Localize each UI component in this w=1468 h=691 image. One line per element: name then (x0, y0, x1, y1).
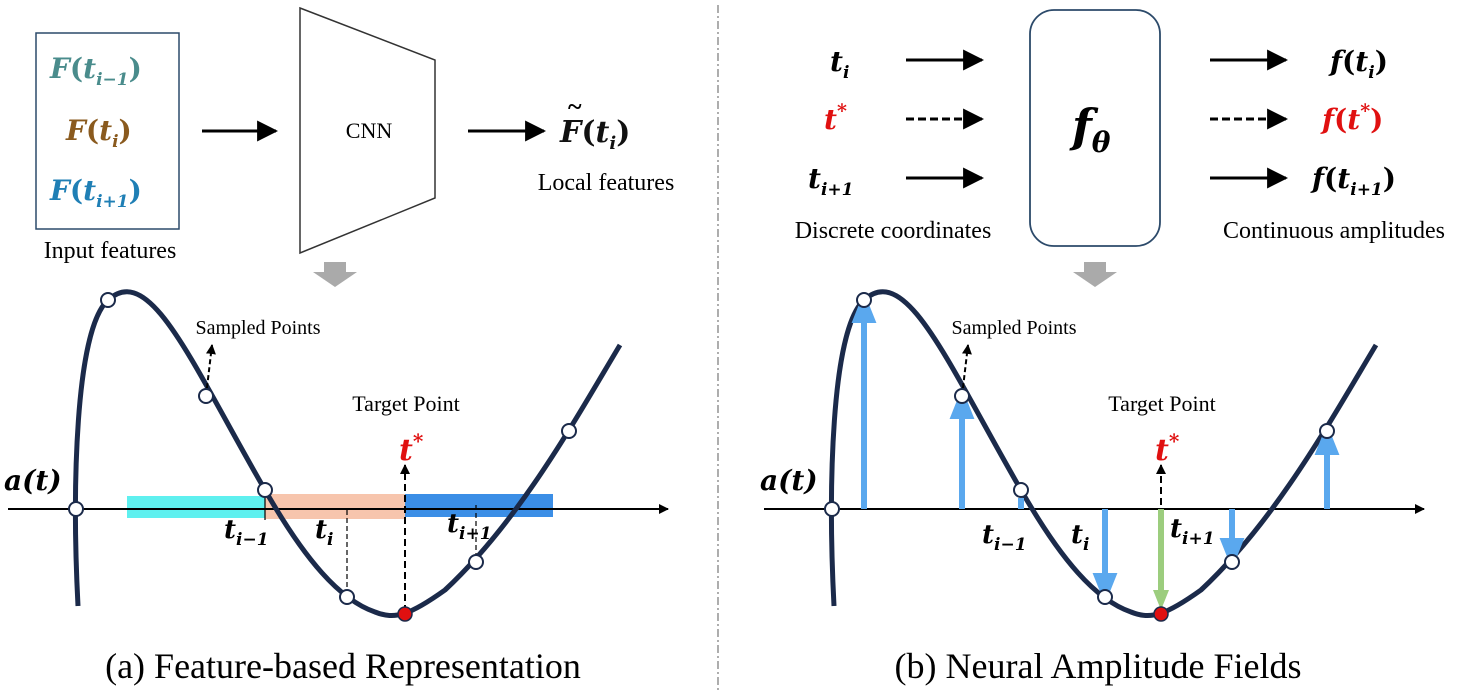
target-point-label: Target Point (352, 391, 459, 416)
amp-f-ti-next: f(ti+1) (1310, 162, 1396, 200)
sample-point (339, 589, 355, 605)
sample-point (1097, 589, 1113, 605)
amplitude-curve (829, 289, 1379, 618)
tilde-mark: ~ (568, 92, 582, 121)
down-arrow-right (1073, 262, 1117, 287)
target-point-label: Target Point (1108, 391, 1215, 416)
tick-ti: ti (1071, 520, 1089, 555)
y-variable: a(t) (760, 464, 818, 497)
target-symbol: t* (1155, 429, 1180, 468)
amp-arrowhead (851, 291, 877, 323)
band-blue (405, 494, 553, 517)
cnn-trapezoid (299, 6, 436, 255)
sample-point (468, 554, 484, 570)
sample-point (198, 388, 214, 404)
input-feature-cur: F(ti) (65, 114, 132, 152)
local-features-label: Local features (538, 170, 675, 196)
band-peach (265, 494, 405, 519)
amp-arrowhead (1314, 423, 1340, 455)
left-plot: a(t) Sampled Points Target Point t* ti−1… (4, 289, 669, 622)
coord-tstar: t* (824, 100, 847, 136)
sample-point (856, 292, 872, 308)
band-cyan (127, 496, 265, 518)
input-feature-prev: F(ti−1) (49, 52, 142, 90)
amp-f-ti: f(ti) (1328, 45, 1388, 83)
tick-ti-prev: ti−1 (224, 515, 269, 550)
amp-arrowhead (1092, 573, 1118, 605)
sample-point (561, 423, 577, 439)
sample-point (1224, 554, 1240, 570)
sampled-points-label: Sampled Points (195, 317, 320, 339)
down-arrow-left (313, 262, 357, 287)
sampled-pointer (961, 344, 972, 397)
coord-ti-next: ti+1 (808, 162, 853, 200)
sampled-points-label: Sampled Points (951, 317, 1076, 339)
sample-point (257, 482, 273, 498)
caption-left: (a) Feature-based Representation (105, 646, 581, 686)
sample-point (824, 501, 840, 517)
sym-base: F (49, 52, 72, 85)
amp-f-tstar: f(t*) (1320, 100, 1383, 136)
local-feature-symbol: F(ti) (559, 115, 630, 154)
cnn-label: CNN (346, 118, 393, 143)
input-feature-next: F(ti+1) (49, 174, 142, 212)
tick-ti: ti (315, 515, 333, 550)
target-amp-arrowhead (1153, 590, 1169, 610)
target-point (1153, 606, 1169, 622)
amp-arrowhead (949, 387, 975, 419)
sampled-pointer (205, 344, 216, 397)
discrete-coords-label: Discrete coordinates (795, 218, 992, 244)
tick-ti-next: ti+1 (447, 509, 492, 544)
right-plot: a(t) Sampled Points Target Point t* ti−1… (760, 289, 1425, 622)
amp-arrowhead (1219, 538, 1245, 570)
sample-point (68, 501, 84, 517)
input-features-box (35, 32, 180, 230)
amplitude-arrows (851, 291, 1340, 605)
sample-point (1013, 482, 1029, 498)
coord-ti: ti (830, 45, 849, 83)
sample-point (954, 388, 970, 404)
sample-point (1319, 423, 1335, 439)
target-point (397, 606, 413, 622)
network-box (1029, 9, 1161, 247)
target-symbol: t* (399, 429, 424, 468)
amplitude-curve (73, 289, 623, 618)
tick-ti-prev: ti−1 (982, 520, 1027, 555)
input-features-label: Input features (44, 238, 177, 264)
continuous-amps-label: Continuous amplitudes (1223, 218, 1445, 244)
sample-point (100, 292, 116, 308)
tick-ti-next: ti+1 (1170, 514, 1215, 549)
caption-right: (b) Neural Amplitude Fields (895, 646, 1302, 686)
y-variable: a(t) (4, 464, 62, 497)
